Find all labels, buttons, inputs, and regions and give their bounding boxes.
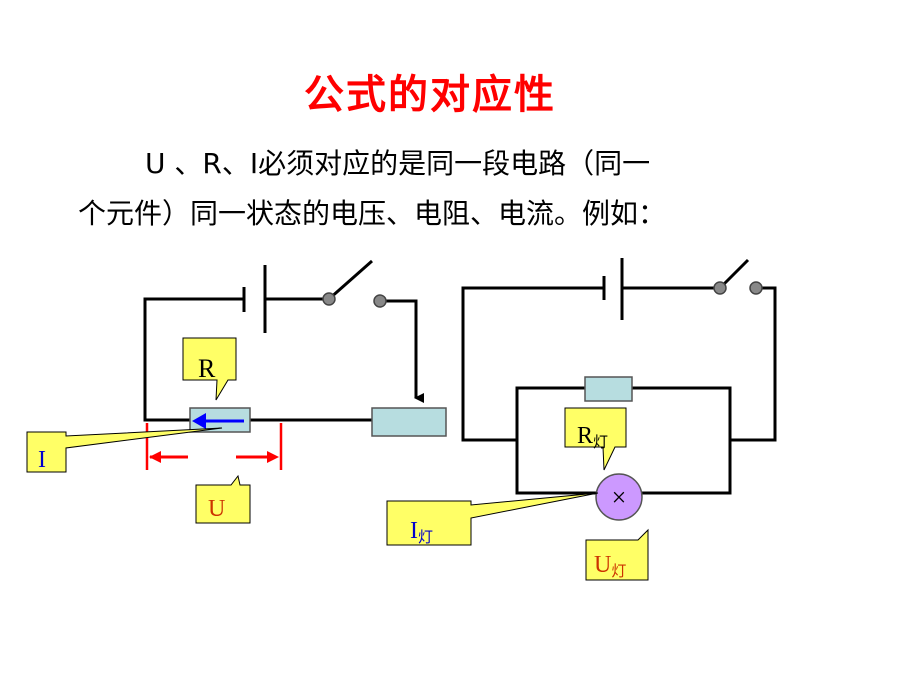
switch-contact-left [322,292,336,306]
current-arrow-head [192,413,206,429]
right-wire-outer-left [461,286,604,442]
rheostat [371,407,447,437]
left-wire-loop [143,297,244,422]
callout-i-left-text: I [38,447,46,473]
dim-arrow-right [267,451,279,463]
right-circuit [461,258,777,495]
callout-r-left-text: R [198,354,216,383]
callout-u-left-text: U [208,496,225,522]
callout-i-left [26,427,223,473]
switch-contact-right [373,294,387,308]
body-text-line-1: U 、R、I必须对应的是同一段电路（同一 [145,147,651,180]
right-switch-contact-left [713,281,727,295]
callout-u-lamp [585,528,649,581]
right-resistor [584,376,633,402]
right-parallel-top [515,386,585,440]
slide-title: 公式的对应性 [304,72,556,118]
right-parallel-bottom-2 [642,440,732,495]
right-parallel-bottom [515,440,596,495]
callout-i-lamp-text: I灯 [410,518,433,546]
callout-r-lamp [564,407,627,471]
callout-u-lamp-text: U灯 [594,552,626,580]
dim-arrow-left [149,451,161,463]
right-switch-contact-right [749,281,763,295]
callout-r-lamp-text: R灯 [577,423,608,451]
lamp-x-symbol: × [612,483,627,512]
left-wire-to-rheostat [380,299,424,403]
left-circuit [143,259,424,422]
callout-i-lamp [386,492,599,546]
body-text-line-2: 个元件）同一状态的电压、电阻、电流。例如： [78,197,667,230]
lamp [595,473,643,521]
callout-u-left [195,474,251,524]
right-parallel-top-2 [632,386,732,440]
right-wire-outer-right [730,286,777,442]
switch-lever [328,259,373,301]
callout-r-left [182,337,237,401]
